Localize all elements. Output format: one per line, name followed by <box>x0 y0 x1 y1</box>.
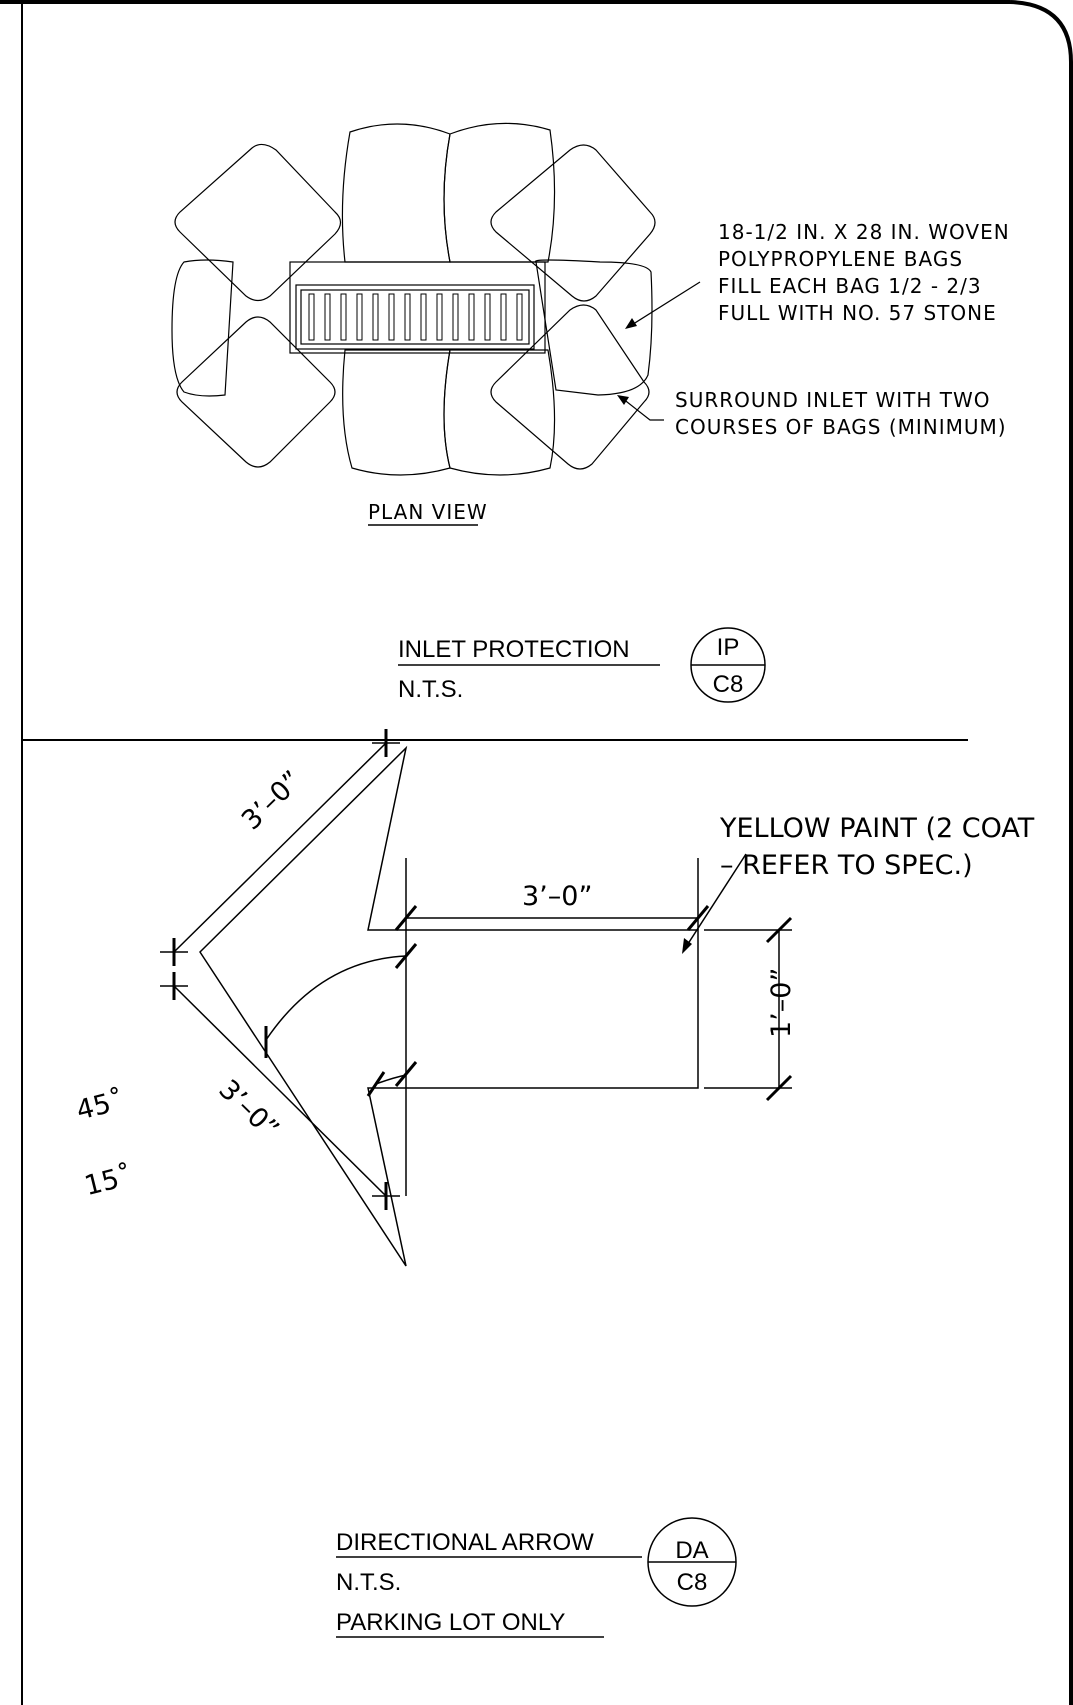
grate-slot <box>372 293 379 341</box>
tag-top: IP <box>717 634 740 661</box>
sandbag <box>490 144 656 302</box>
angle-head-label: 45˚ <box>73 1085 127 1127</box>
paint-note-line: – REFER TO SPEC.) <box>720 850 973 881</box>
tag-bottom: C8 <box>677 1569 708 1596</box>
grate-slot <box>308 293 315 341</box>
inlet-title: INLET PROTECTION <box>398 636 630 663</box>
paint-note-line: YELLOW PAINT (2 COAT <box>719 813 1035 844</box>
grate-slots <box>308 293 523 341</box>
arrow-scale: N.T.S. <box>336 1569 401 1596</box>
directional-arrow-drawing <box>160 729 793 1267</box>
grate-slot <box>388 293 395 341</box>
grate-slot <box>436 293 443 341</box>
sandbag <box>171 259 234 397</box>
arrow-note: PARKING LOT ONLY <box>336 1609 565 1636</box>
sandbag <box>490 304 650 470</box>
sandbag <box>174 143 342 302</box>
sandbag <box>341 123 451 263</box>
leader-line <box>621 397 664 421</box>
detail-tag-ip: IP C8 <box>690 627 766 703</box>
grate-slot <box>356 293 363 341</box>
dim-upper-edge: 3’–0” <box>236 765 308 836</box>
grate-slot <box>516 293 523 341</box>
tag-top: DA <box>675 1537 708 1564</box>
grate-slot <box>420 293 427 341</box>
bag-note-line: POLYPROPYLENE BAGS <box>718 247 963 271</box>
bag-note-line: FULL WITH NO. 57 STONE <box>718 301 997 325</box>
sandbag <box>176 316 336 468</box>
grate-slot <box>468 293 475 341</box>
bag-note-line: FILL EACH BAG 1/2 - 2/3 <box>718 274 982 298</box>
angle-barb-label: 15˚ <box>81 1160 135 1202</box>
inlet-scale: N.T.S. <box>398 676 463 703</box>
sandbag <box>342 349 451 476</box>
arrow-outline <box>199 745 699 1267</box>
grate-slot <box>324 293 331 341</box>
leader-line <box>629 281 701 327</box>
bag-note-line: 18-1/2 IN. X 28 IN. WOVEN <box>718 220 1010 244</box>
surround-note-line: SURROUND INLET WITH TWO <box>675 388 990 412</box>
grate-slot <box>484 293 491 341</box>
grate-slot <box>340 293 347 341</box>
sandbag <box>443 122 556 263</box>
plan-view-label: PLAN VIEW <box>368 500 488 524</box>
detail-tag-da: DA C8 <box>647 1517 737 1607</box>
sandbag <box>535 259 653 396</box>
dim-shaft-width: 1’–0” <box>766 968 797 1038</box>
dim-shaft-length: 3’–0” <box>522 881 592 912</box>
grate-slot <box>452 293 459 341</box>
tag-bottom: C8 <box>713 671 744 698</box>
grate-slot <box>500 293 507 341</box>
inlet-plan-drawing <box>171 122 701 476</box>
arrow-title: DIRECTIONAL ARROW <box>336 1529 594 1556</box>
surround-note-line: COURSES OF BAGS (MINIMUM) <box>675 415 1007 439</box>
inlet-grate-frame <box>289 261 546 354</box>
sandbag <box>443 349 556 476</box>
inlet-grate <box>295 284 535 350</box>
grate-slot <box>404 293 411 341</box>
